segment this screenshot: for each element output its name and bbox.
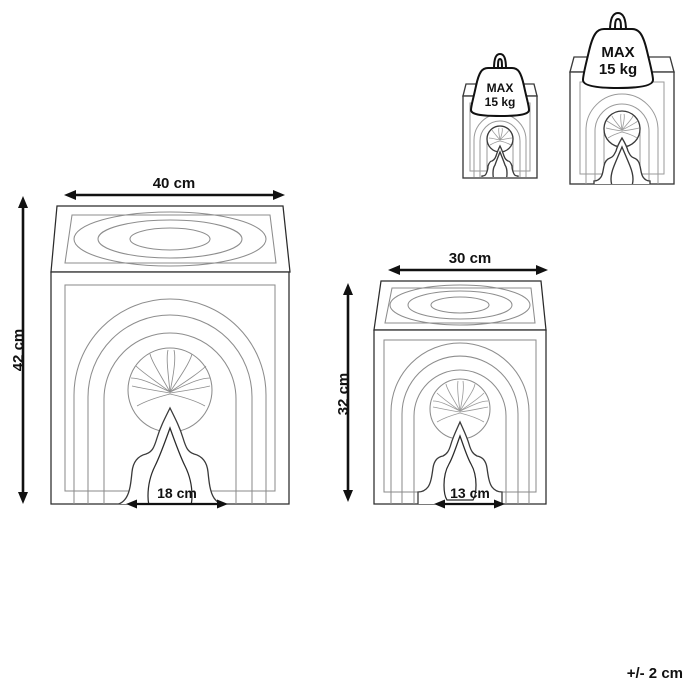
tolerance-label: +/- 2 cm bbox=[627, 665, 683, 682]
large-opening-dimension: 18 cm bbox=[126, 485, 228, 509]
large-width-dimension: 40 cm bbox=[64, 175, 285, 200]
large-stool-arch-rings bbox=[73, 298, 267, 504]
load-icon-large-weight-label: 15 kg bbox=[599, 61, 637, 78]
small-width-label: 30 cm bbox=[449, 250, 492, 267]
load-icon-large: MAX 15 kg bbox=[569, 11, 675, 185]
large-stool-top-rings bbox=[73, 211, 267, 267]
load-icon-large-max-label: MAX bbox=[601, 44, 634, 61]
small-opening-dimension: 13 cm bbox=[434, 485, 505, 509]
large-height-dimension: 42 cm bbox=[10, 196, 28, 504]
small-stool-arch-opening bbox=[417, 420, 503, 504]
load-icon-small-max-label: MAX bbox=[487, 81, 514, 95]
load-icon-small-weight-label: 15 kg bbox=[485, 95, 516, 109]
small-stool-rosette-petals bbox=[432, 380, 489, 423]
small-stool-top-inset bbox=[384, 287, 536, 324]
small-opening-label: 13 cm bbox=[450, 485, 490, 501]
small-width-dimension: 30 cm bbox=[388, 250, 548, 275]
large-stool-figure: 40 cm 42 cm 18 cm bbox=[10, 175, 291, 509]
large-stool-top-inset bbox=[64, 214, 277, 264]
load-icon-small: MAX 15 kg bbox=[462, 52, 538, 179]
small-stool-figure: 30 cm 32 cm 13 cm bbox=[335, 250, 548, 509]
small-stool-arch-inner bbox=[443, 434, 477, 501]
small-height-label: 32 cm bbox=[335, 373, 352, 416]
small-height-dimension: 32 cm bbox=[335, 283, 353, 502]
large-stool-arch-inner bbox=[147, 426, 193, 504]
large-stool-rosette-petals bbox=[130, 349, 211, 407]
large-stool-arch-opening bbox=[116, 406, 225, 504]
large-opening-label: 18 cm bbox=[157, 485, 197, 501]
large-width-label: 40 cm bbox=[153, 175, 196, 192]
large-height-label: 42 cm bbox=[10, 329, 27, 372]
small-stool-top-rings bbox=[389, 284, 531, 326]
large-stool-top-face bbox=[50, 205, 291, 273]
small-stool-arch-rings bbox=[390, 342, 530, 504]
